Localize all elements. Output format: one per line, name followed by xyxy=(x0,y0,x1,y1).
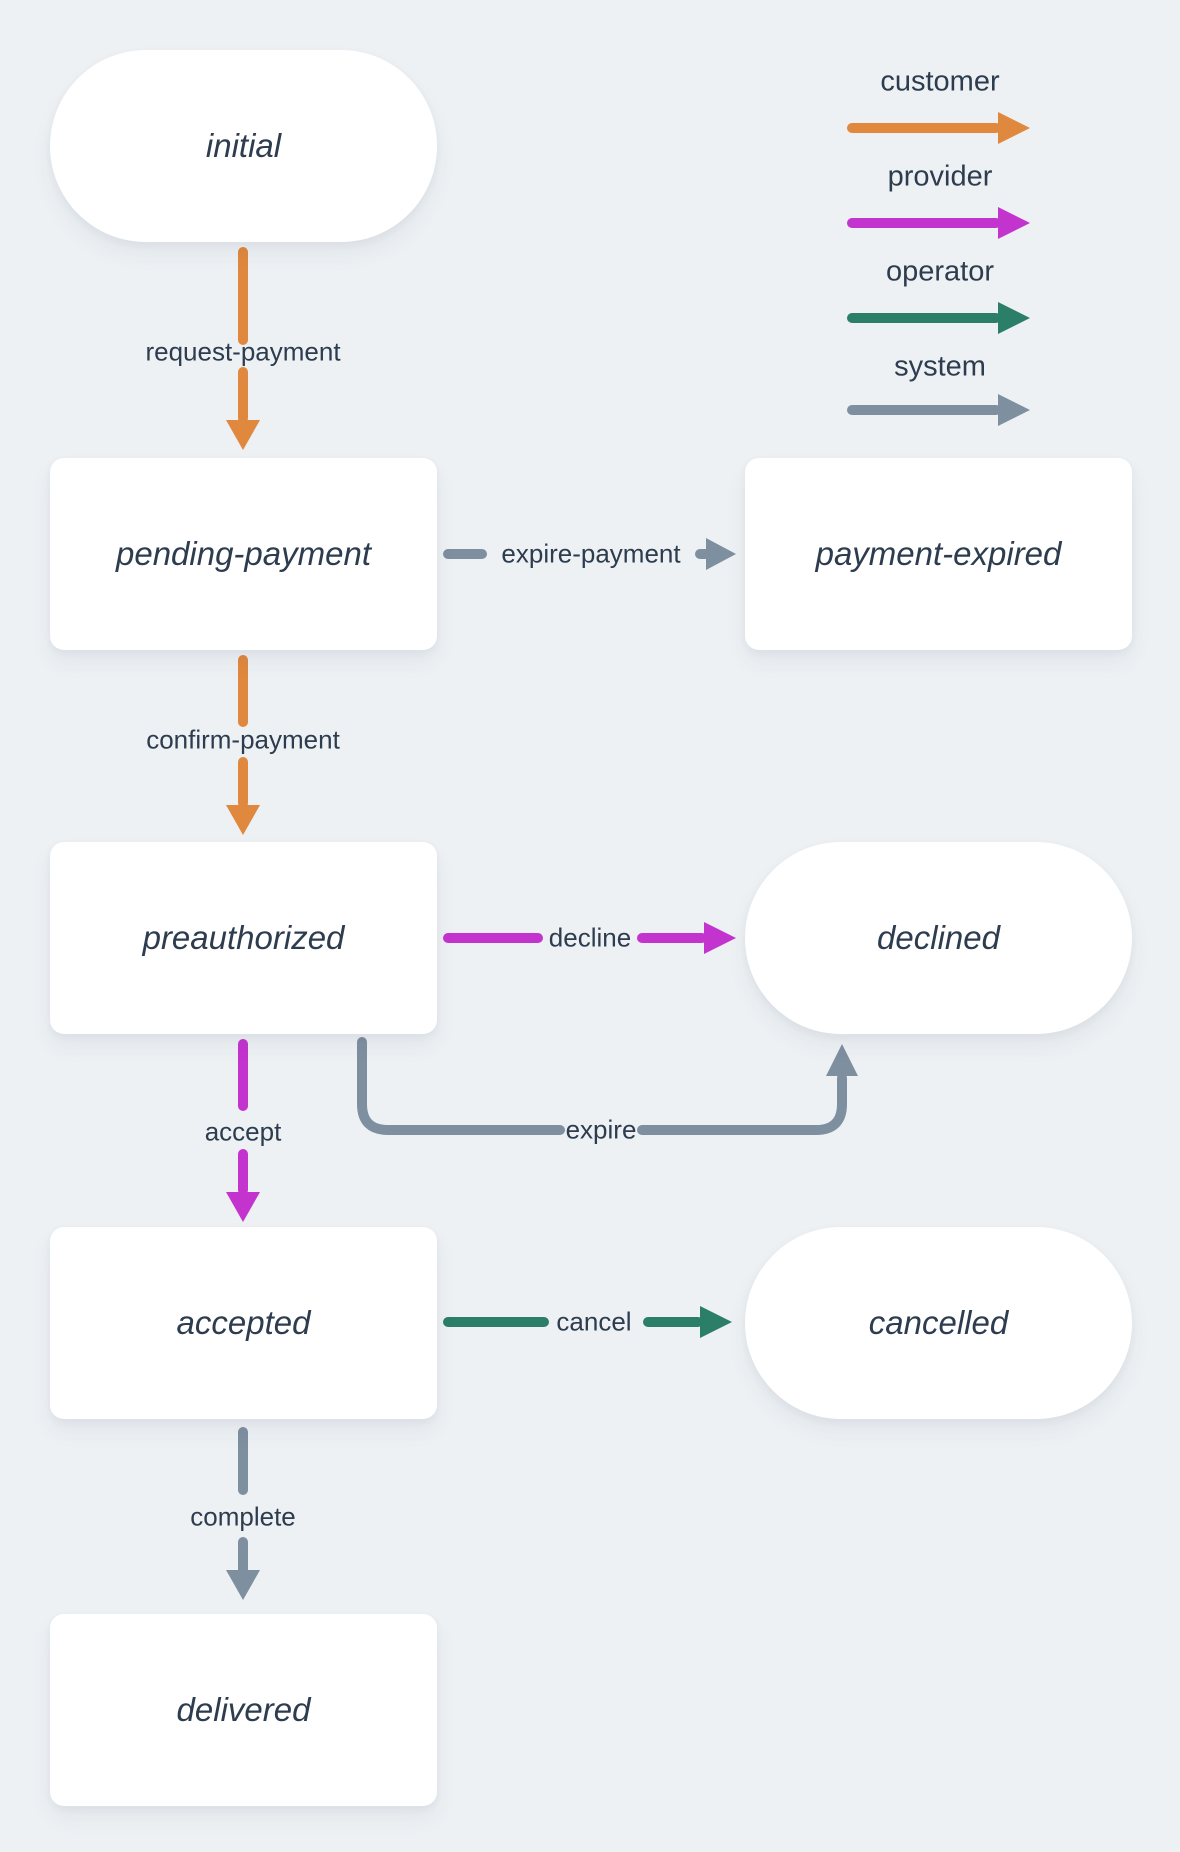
edge-cancel-arrow xyxy=(443,1306,732,1338)
legend-label-provider: provider xyxy=(887,160,993,193)
arrowhead-right-icon xyxy=(998,207,1030,239)
legend-label-operator: operator xyxy=(885,255,995,288)
node-label: delivered xyxy=(176,1691,311,1728)
arrowhead-down-icon xyxy=(226,420,260,450)
node-label: accepted xyxy=(176,1304,311,1341)
edge-complete-arrow xyxy=(226,1427,260,1600)
edge-request-payment-arrow xyxy=(226,247,260,450)
arrowhead-right-icon xyxy=(706,538,736,570)
edge-confirm-payment-arrow xyxy=(226,655,260,835)
edge-expire-arrow xyxy=(357,1037,858,1135)
node-payment-expired: payment-expired xyxy=(745,458,1132,650)
edge-label-request-payment: request-payment xyxy=(145,336,341,367)
edge-label-complete: complete xyxy=(190,1501,296,1532)
legend-label-system: system xyxy=(894,350,986,383)
node-label: cancelled xyxy=(868,1304,1009,1341)
edge-segment xyxy=(637,1073,847,1135)
arrowhead-right-icon xyxy=(998,112,1030,144)
node-label: preauthorized xyxy=(142,919,345,956)
arrowhead-down-icon xyxy=(226,805,260,835)
edge-decline-arrow xyxy=(443,922,736,954)
edge-label-accept: accept xyxy=(204,1116,282,1147)
edge-segment xyxy=(357,1037,565,1135)
node-delivered: delivered xyxy=(50,1614,437,1806)
edge-accept-arrow xyxy=(226,1039,260,1222)
edge-label-confirm-payment: confirm-payment xyxy=(146,724,340,755)
legend-arrow-system xyxy=(847,394,1030,426)
legend-label-customer: customer xyxy=(880,65,1000,98)
legend-arrow-provider xyxy=(847,207,1030,239)
edge-label-cancel: cancel xyxy=(556,1306,632,1337)
legend-arrow-customer xyxy=(847,112,1030,144)
node-declined: declined xyxy=(745,842,1132,1034)
edge-label-expire-payment: expire-payment xyxy=(501,538,681,569)
edge-label-decline: decline xyxy=(548,922,632,953)
edge-expire-payment-arrow xyxy=(443,538,736,570)
node-label: payment-expired xyxy=(815,535,1062,572)
node-accepted: accepted xyxy=(50,1227,437,1419)
edge-label-expire: expire xyxy=(565,1114,637,1145)
arrowhead-down-icon xyxy=(226,1192,260,1222)
node-label: declined xyxy=(877,919,1000,956)
node-label: initial xyxy=(205,127,282,164)
arrowhead-down-icon xyxy=(226,1570,260,1600)
arrowhead-right-icon xyxy=(998,394,1030,426)
node-label: pending-payment xyxy=(115,535,371,572)
arrowhead-right-icon xyxy=(998,302,1030,334)
node-cancelled: cancelled xyxy=(745,1227,1132,1419)
legend-arrow-operator xyxy=(847,302,1030,334)
node-initial: initial xyxy=(50,50,437,242)
arrowhead-right-icon xyxy=(704,922,736,954)
arrowhead-right-icon xyxy=(700,1306,732,1338)
arrowhead-up-icon xyxy=(826,1044,858,1076)
node-pending-payment: pending-payment xyxy=(50,458,437,650)
node-preauthorized: preauthorized xyxy=(50,842,437,1034)
